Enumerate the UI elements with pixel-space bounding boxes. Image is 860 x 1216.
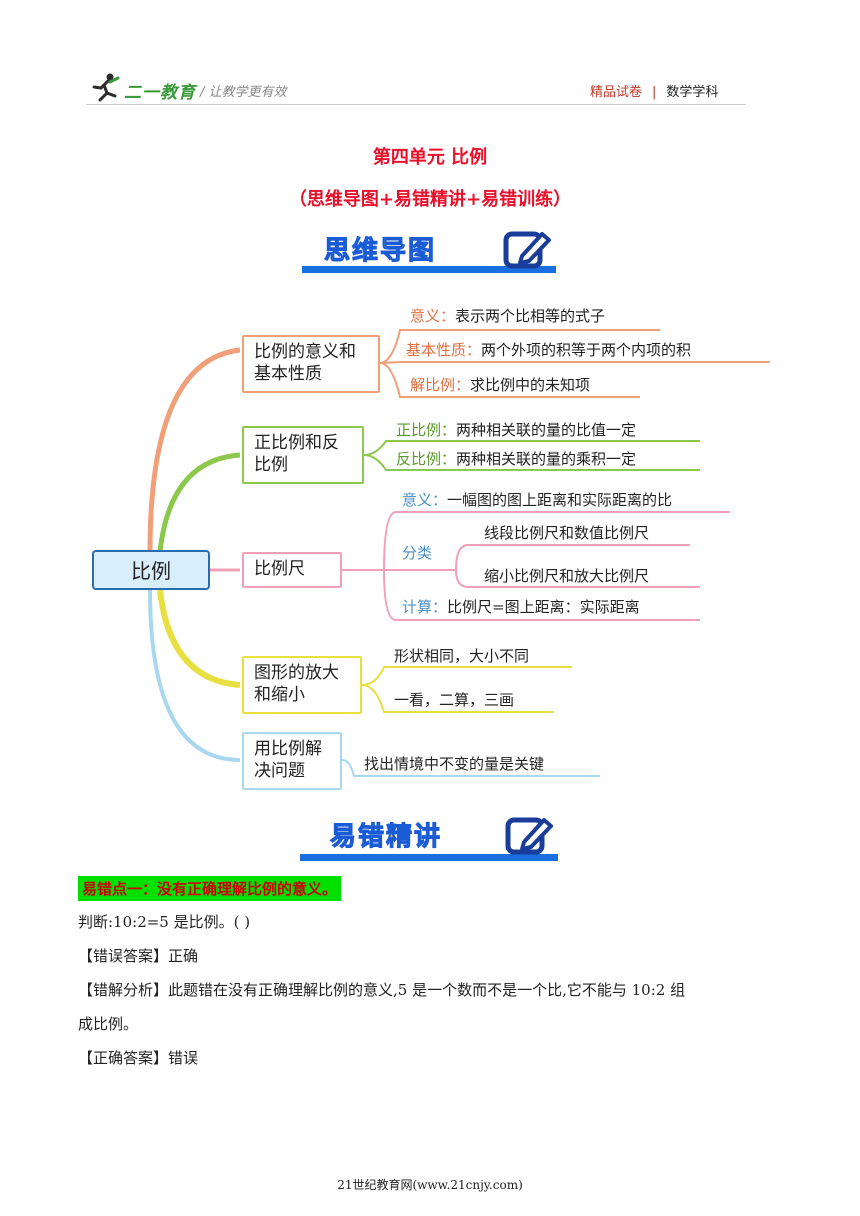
- question-text: 判断:10:2=5 是比例。( ): [78, 913, 251, 931]
- branch-label-line2: 基本性质: [254, 364, 322, 384]
- banner-mindmap-text: 思维导图: [323, 236, 437, 267]
- leaf-meaning: 意义：表示两个比相等的式子: [410, 305, 605, 326]
- banner-mindmap: 思维导图: [302, 228, 556, 276]
- leaf-scale-category: 分类: [402, 542, 432, 563]
- branch-label-line2: 决问题: [254, 761, 305, 781]
- leaf-key: 意义：: [410, 307, 456, 325]
- branch-direct-inverse: 正比例和反 比例: [242, 426, 364, 484]
- mindmap-root: 比例: [92, 550, 210, 590]
- banner-errors: 易错精讲: [300, 812, 558, 864]
- leaf-text: 两种相关联的量的比值一定: [456, 421, 637, 439]
- branch-proportion-meaning: 比例的意义和 基本性质: [242, 335, 380, 393]
- branch-scale: 比例尺: [242, 552, 342, 588]
- edit-icon: [505, 817, 553, 855]
- leaf-inverse-proportion: 反比例：两种相关联的量的乘积一定: [396, 448, 636, 469]
- mindmap-connectors: [147, 329, 770, 777]
- leaf-key: 计算：: [402, 598, 448, 616]
- leaf-shape-same: 形状相同，大小不同: [394, 645, 529, 666]
- leaf-text: 两种相关联的量的乘积一定: [456, 450, 637, 468]
- branch-label-line1: 图形的放大: [254, 663, 339, 683]
- leaf-text: 一幅图的图上距离和实际距离的比: [447, 491, 673, 509]
- banner-errors-bar: [300, 854, 558, 861]
- leaf-basic-property: 基本性质：两个外项的积等于两个内项的积: [406, 339, 691, 360]
- correct-answer: 【正确答案】错误: [78, 1049, 199, 1067]
- banner-mindmap-bar: [302, 266, 556, 273]
- leaf-key: 反比例：: [396, 450, 457, 468]
- leaf-key: 正比例：: [396, 421, 457, 439]
- leaf-text: 求比例中的未知项: [470, 376, 591, 394]
- leaf-text: 比例尺=图上距离：实际距离: [447, 598, 640, 616]
- leaf-text: 缩小比例尺和放大比例尺: [484, 567, 650, 585]
- leaf-text: 线段比例尺和数值比例尺: [484, 524, 650, 542]
- leaf-solve-proportion: 解比例：求比例中的未知项: [410, 374, 590, 395]
- leaf-look-calc-draw: 一看，二算，三画: [394, 689, 514, 710]
- analysis-line-1: 【错解分析】此题错在没有正确理解比例的意义,5 是一个数而不是一个比,它不能与 …: [78, 981, 686, 999]
- logo-text: 二一教育: [124, 83, 196, 103]
- edit-icon: [503, 231, 551, 269]
- leaf-text: 找出情境中不变的量是关键: [364, 755, 545, 773]
- error-point-title: 易错点一：没有正确理解比例的意义。: [78, 876, 342, 901]
- runner-logo-icon: [92, 73, 120, 102]
- banner-errors-text: 易错精讲: [329, 822, 443, 853]
- leaf-key: 分类: [402, 544, 433, 562]
- leaf-key: 意义：: [402, 491, 448, 509]
- page-subtitle: （思维导图+易错精讲+易错训练）: [288, 189, 572, 210]
- wrong-answer: 【错误答案】正确: [78, 947, 199, 965]
- branch-label-line1: 用比例解: [254, 739, 322, 759]
- tag-subject: 数学学科: [666, 85, 719, 100]
- leaf-scale-type-2: 缩小比例尺和放大比例尺: [484, 565, 649, 586]
- leaf-scale-meaning: 意义：一幅图的图上距离和实际距离的比: [402, 489, 672, 510]
- leaf-text: 表示两个比相等的式子: [455, 307, 606, 325]
- header-tags: 精品试卷 | 数学学科: [590, 81, 718, 100]
- leaf-text: 两个外项的积等于两个内项的积: [481, 341, 692, 359]
- leaf-scale-calc: 计算：比例尺=图上距离：实际距离: [402, 596, 640, 617]
- tag-separator: |: [652, 85, 657, 100]
- header-divider: [86, 104, 746, 105]
- leaf-text: 形状相同，大小不同: [394, 647, 530, 665]
- leaf-key: 解比例：: [410, 376, 471, 394]
- branch-enlarge-shrink: 图形的放大 和缩小: [242, 656, 362, 714]
- page-title: 第四单元 比例: [372, 147, 488, 168]
- branch-label-line2: 和缩小: [254, 685, 305, 705]
- leaf-scale-type-1: 线段比例尺和数值比例尺: [484, 522, 649, 543]
- tag-premium: 精品试卷: [590, 85, 643, 100]
- branch-label-line2: 比例: [254, 455, 288, 475]
- leaf-find-invariant: 找出情境中不变的量是关键: [364, 753, 544, 774]
- leaf-key: 基本性质：: [406, 341, 482, 359]
- branch-solve-problems: 用比例解 决问题: [242, 732, 342, 790]
- branch-label-line1: 比例尺: [254, 559, 305, 579]
- leaf-text: 一看，二算，三画: [394, 691, 515, 709]
- branch-label-line1: 比例的意义和: [254, 342, 356, 362]
- leaf-direct-proportion: 正比例：两种相关联的量的比值一定: [396, 419, 636, 440]
- slogan: / 让教学更有效: [200, 85, 287, 100]
- page-footer: 21世纪教育网(www.21cnjy.com): [337, 1178, 523, 1192]
- analysis-line-2: 成比例。: [78, 1015, 139, 1033]
- branch-label-line1: 正比例和反: [254, 433, 339, 453]
